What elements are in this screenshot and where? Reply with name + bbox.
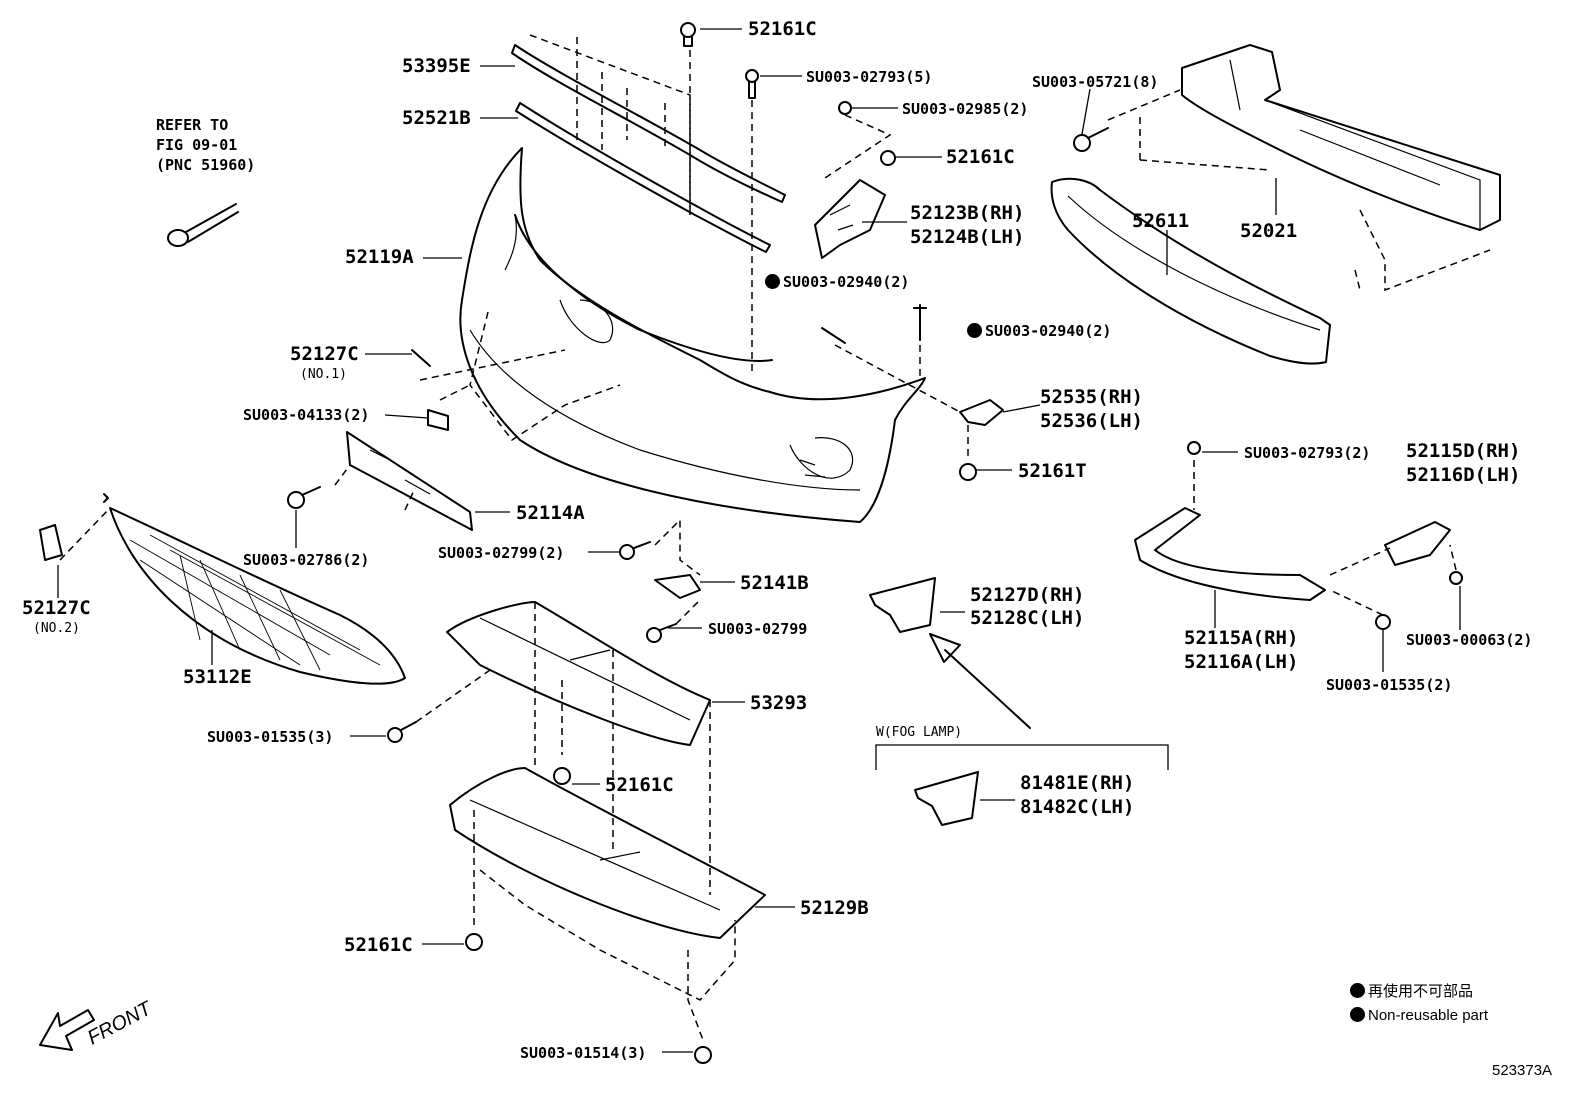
part-label-52161C-low: 52161C [605, 774, 674, 796]
non-reusable-dot-icon [765, 274, 780, 289]
part-label-SU003-02985-2: SU003-02985(2) [902, 100, 1029, 118]
non-reusable-dot-icon [967, 323, 982, 338]
fog-bracket-line [875, 744, 1169, 770]
part-label-52161C-top: 52161C [748, 18, 817, 40]
part-label-52115A: 52115A(RH) [1184, 627, 1299, 649]
part-label-52127C-no2-sub: (NO.2) [33, 621, 80, 636]
part-label-81482C: 81482C(LH) [1020, 796, 1135, 818]
bumper-reinforcement-52021 [1181, 44, 1501, 231]
refer-label-line1: REFER TO [156, 116, 229, 134]
part-label-52115D: 52115D(RH) [1406, 440, 1521, 462]
part-label-52127D: 52127D(RH) [970, 584, 1085, 606]
grille-53112E [109, 507, 406, 685]
part-label-SU003-01535-3: SU003-01535(3) [207, 728, 334, 746]
part-label-52127C-no2: 52127C [22, 597, 91, 619]
part-label-SU003-00063-2: SU003-00063(2) [1406, 631, 1533, 649]
figure-id: 523373A [1492, 1062, 1553, 1079]
legend-dot-icon [1350, 983, 1365, 998]
legend-dot-icon [1350, 1007, 1365, 1022]
retainer-52521B [515, 102, 771, 253]
fog-cover-81481E [914, 771, 979, 826]
part-label-53395E: 53395E [402, 55, 471, 77]
fog-cover-52127D [869, 577, 936, 633]
part-label-52141B: 52141B [740, 572, 809, 594]
bracket-52115A [1134, 507, 1326, 601]
legend-en-text: Non-reusable part [1368, 1007, 1489, 1024]
part-label-SU003-02940-b: SU003-02940(2) [967, 322, 1111, 340]
part-label-52161T: 52161T [1018, 460, 1087, 482]
part-label-52123B: 52123B(RH) [910, 202, 1025, 224]
leader-lines [57, 28, 1461, 1053]
bracket-52535 [959, 399, 1004, 426]
part-label-SU003-02793-2: SU003-02793(2) [1244, 444, 1371, 462]
bracket-52115D [1384, 521, 1451, 566]
undercover-53293 [446, 601, 711, 746]
clip-52127C-no2 [39, 524, 63, 561]
part-label-52128C: 52128C(LH) [970, 607, 1085, 629]
part-label-52521B: 52521B [402, 107, 471, 129]
part-label-52129B: 52129B [800, 897, 869, 919]
legend-en: Non-reusable part [1350, 1005, 1488, 1027]
refer-label-line3: (PNC 51960) [156, 156, 256, 174]
part-label-SU003-02799: SU003-02799 [708, 620, 808, 638]
arrow-to-fog [929, 633, 1031, 729]
part-label-52161C-bot: 52161C [344, 934, 413, 956]
part-label-81481E: 81481E(RH) [1020, 772, 1135, 794]
bumper-cover-52119A [459, 147, 926, 523]
part-label-52116D: 52116D(LH) [1406, 464, 1521, 486]
part-label-SU003-01535-2: SU003-01535(2) [1326, 676, 1453, 694]
fog-lamp-label: W(FOG LAMP) [876, 725, 963, 740]
part-label-52161C-mid: 52161C [946, 146, 1015, 168]
part-label-52116A: 52116A(LH) [1184, 651, 1299, 673]
legend-jp-text: 再使用不可部品 [1368, 982, 1474, 1000]
part-label-52124B: 52124B(LH) [910, 226, 1025, 248]
bolt-icon [103, 22, 1463, 1064]
part-label-SU003-05721-8: SU003-05721(8) [1032, 73, 1159, 91]
front-arrow-icon [39, 1009, 95, 1051]
bracket-52141B [654, 574, 701, 599]
part-label-SU003-01514-3: SU003-01514(3) [520, 1044, 647, 1062]
seal-strip-53395E [511, 44, 786, 203]
part-label-SU003-02793-5: SU003-02793(5) [806, 68, 933, 86]
part-label-52114A: 52114A [516, 502, 585, 524]
refer-label-line2: FIG 09-01 [156, 136, 238, 154]
tow-eye-icon [167, 203, 239, 247]
part-label-SU003-02940-b-text: SU003-02940(2) [985, 322, 1112, 340]
part-label-SU003-02799-2: SU003-02799(2) [438, 544, 565, 562]
legend-jp: 再使用不可部品 [1350, 980, 1473, 1002]
part-label-52127C-no1: 52127C [290, 343, 359, 365]
part-label-52611: 52611 [1132, 210, 1190, 232]
part-label-52535: 52535(RH) [1040, 386, 1143, 408]
undercover-52129B [449, 767, 766, 939]
part-label-SU003-02786-2: SU003-02786(2) [243, 551, 370, 569]
bracket-52123B [814, 179, 886, 259]
energy-absorber-52611 [1050, 177, 1331, 365]
part-label-SU003-02940-a: SU003-02940(2) [765, 273, 909, 291]
part-label-53112E: 53112E [183, 666, 252, 688]
part-label-52127C-no1-sub: (NO.1) [300, 367, 347, 382]
assembly-lines [59, 34, 1491, 1041]
part-label-SU003-02940-a-text: SU003-02940(2) [783, 273, 910, 291]
part-label-SU003-04133-2: SU003-04133(2) [243, 406, 370, 424]
part-label-53293: 53293 [750, 692, 808, 714]
part-label-52119A: 52119A [345, 246, 414, 268]
license-plate-bracket-52114A [346, 431, 473, 531]
part-label-52021: 52021 [1240, 220, 1298, 242]
part-label-52536: 52536(LH) [1040, 410, 1143, 432]
